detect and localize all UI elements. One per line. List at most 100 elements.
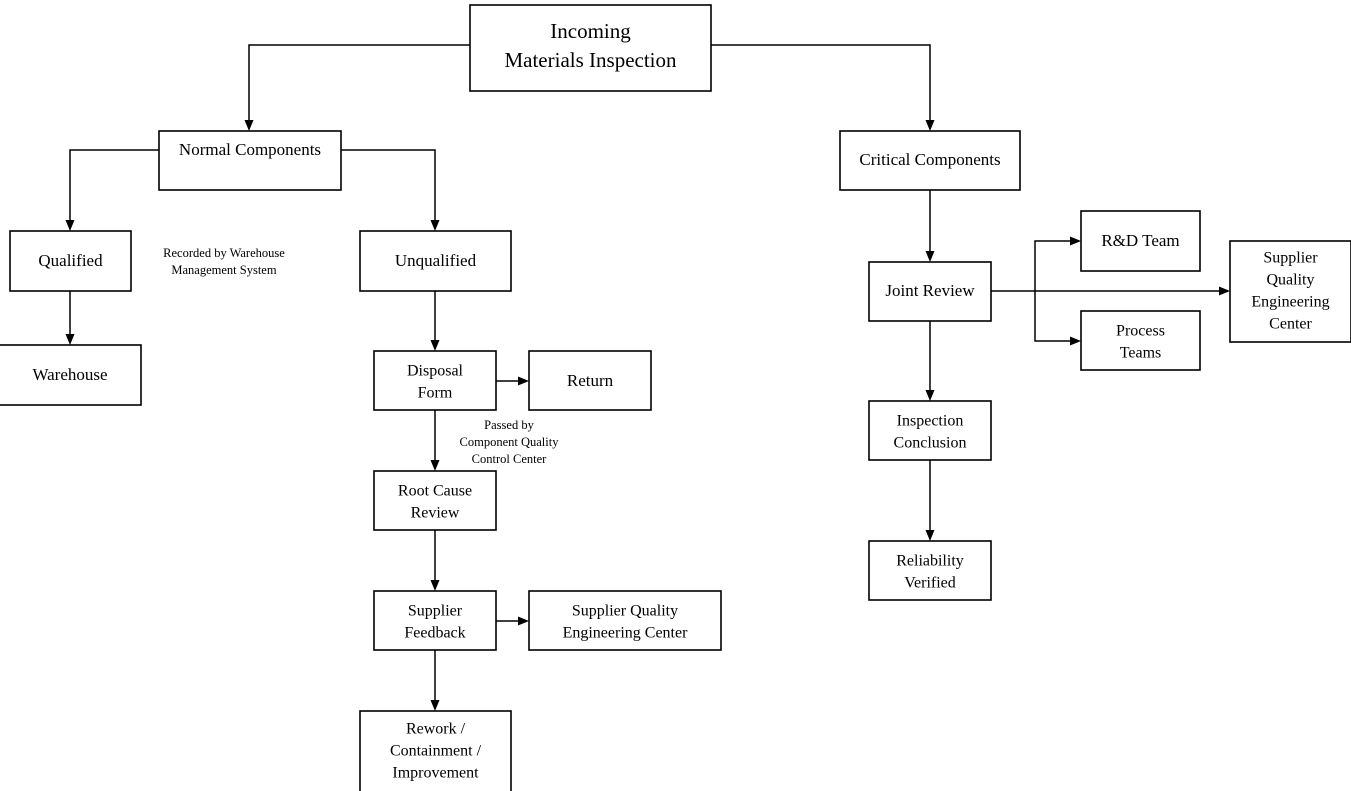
- node-label-line: Conclusion: [894, 435, 967, 452]
- arrow-head-icon: [65, 220, 75, 231]
- edge-label-layer: Recorded by Warehouse Management System …: [163, 246, 559, 466]
- node-label-line: Process: [1116, 323, 1165, 340]
- node-label-line: Improvement: [392, 765, 479, 782]
- node-return[interactable]: Return: [528, 350, 652, 411]
- node-label-line: Engineering Center: [563, 625, 689, 642]
- node-qualified[interactable]: Qualified: [9, 230, 132, 292]
- edge-incoming-to-normal: [244, 44, 470, 131]
- node-label-line: Review: [411, 505, 460, 522]
- arrow-head-icon: [518, 616, 529, 626]
- node-box[interactable]: [839, 130, 1021, 191]
- node-box[interactable]: [158, 130, 342, 191]
- arrow-head-icon: [1219, 286, 1230, 296]
- node-label-line: Critical Components: [859, 150, 1000, 169]
- node-label-line: Verified: [904, 575, 956, 592]
- edge-normal-to-unqualified: [341, 149, 440, 231]
- arrow-head-icon: [1070, 336, 1081, 346]
- edge-unqualified-to-disposal: [430, 291, 440, 351]
- arrow-head-icon: [925, 251, 935, 262]
- arrow-head-icon: [925, 120, 935, 131]
- edge-inspectionconclusion-to-reliability: [925, 460, 935, 541]
- node-rd-team[interactable]: R&D Team: [1080, 210, 1201, 272]
- node-box[interactable]: [528, 350, 652, 411]
- node-critical-components[interactable]: Critical Components: [839, 130, 1021, 191]
- node-box[interactable]: [868, 261, 992, 322]
- arrow-head-icon: [430, 340, 440, 351]
- node-label-line: Supplier Quality: [572, 603, 678, 620]
- node-normal-components[interactable]: Normal Components: [158, 130, 342, 191]
- node-box[interactable]: [528, 590, 722, 651]
- node-label-line: Supplier: [1263, 250, 1318, 267]
- arrow-head-icon: [430, 580, 440, 591]
- node-box[interactable]: [373, 350, 497, 411]
- node-label-line: Quality: [1267, 272, 1315, 289]
- node-box[interactable]: [373, 590, 497, 651]
- node-label-line: Rework /: [406, 721, 466, 738]
- node-box[interactable]: [469, 4, 712, 92]
- node-disposal-form[interactable]: Disposal Form: [373, 350, 497, 411]
- node-joint-review[interactable]: Joint Review: [868, 261, 992, 322]
- edge-label-line: Recorded by Warehouse: [163, 246, 285, 260]
- arrow-head-icon: [430, 700, 440, 711]
- node-box[interactable]: [359, 230, 512, 292]
- edge-supplierfeedback-to-sqec: [496, 616, 529, 626]
- node-label-line: Disposal: [407, 363, 464, 380]
- node-unqualified[interactable]: Unqualified: [359, 230, 512, 292]
- node-label-line: Materials Inspection: [504, 48, 677, 72]
- node-incoming-materials-inspection[interactable]: Incoming Materials Inspection: [469, 4, 712, 92]
- node-rework-containment-improvement[interactable]: Rework / Containment / Improvement: [359, 710, 512, 791]
- node-label-line: Return: [567, 371, 614, 390]
- node-box[interactable]: [0, 344, 142, 406]
- node-box[interactable]: [373, 470, 497, 531]
- edge-jointreview-to-processteams: [1034, 291, 1081, 346]
- node-label-line: Containment /: [390, 743, 482, 760]
- node-label-line: Feedback: [404, 625, 465, 642]
- node-label-line: Warehouse: [32, 365, 107, 384]
- node-label-line: Teams: [1120, 345, 1162, 362]
- node-label-line: Joint Review: [885, 281, 975, 300]
- node-box[interactable]: [359, 710, 512, 791]
- arrow-head-icon: [1070, 236, 1081, 246]
- node-box[interactable]: [1229, 240, 1351, 343]
- edge-layer: [65, 44, 1230, 711]
- node-warehouse[interactable]: Warehouse: [0, 344, 142, 406]
- node-root-cause-review[interactable]: Root Cause Review: [373, 470, 497, 531]
- node-reliability-verified[interactable]: Reliability Verified: [868, 540, 992, 601]
- node-label-line: Center: [1269, 316, 1312, 333]
- node-layer: Incoming Materials Inspection Normal Com…: [0, 4, 1351, 791]
- arrow-head-icon: [925, 390, 935, 401]
- node-label-line: Engineering: [1251, 294, 1329, 311]
- node-process-teams[interactable]: Process Teams: [1080, 310, 1201, 371]
- node-label-line: Supplier: [408, 603, 463, 620]
- node-label-line: R&D Team: [1101, 231, 1179, 250]
- arrow-head-icon: [65, 334, 75, 345]
- node-box[interactable]: [9, 230, 132, 292]
- node-box[interactable]: [1080, 310, 1201, 371]
- node-supplier-quality-engineering-center-middle[interactable]: Supplier Quality Engineering Center: [528, 590, 722, 651]
- edge-normal-to-qualified: [65, 149, 159, 231]
- node-label-line: Reliability: [896, 553, 964, 570]
- edge-incoming-to-critical: [711, 44, 935, 131]
- node-inspection-conclusion[interactable]: Inspection Conclusion: [868, 400, 992, 461]
- node-supplier-quality-engineering-center-right[interactable]: Supplier Quality Engineering Center: [1229, 240, 1351, 343]
- arrow-head-icon: [430, 220, 440, 231]
- edge-jointreview-to-inspectionconclusion: [925, 321, 935, 401]
- edge-supplierfeedback-to-rework: [430, 650, 440, 711]
- edge-label-line: Control Center: [472, 452, 547, 466]
- edge-label-passed-note: Passed by Component Quality Control Cent…: [460, 418, 560, 466]
- arrow-head-icon: [430, 460, 440, 471]
- node-supplier-feedback[interactable]: Supplier Feedback: [373, 590, 497, 651]
- node-box[interactable]: [868, 400, 992, 461]
- edge-critical-to-jointreview: [925, 190, 935, 262]
- edge-label-warehouse-note: Recorded by Warehouse Management System: [163, 246, 285, 277]
- node-label-line: Form: [418, 385, 453, 402]
- node-box[interactable]: [868, 540, 992, 601]
- edge-jointreview-to-rdteam: [1034, 236, 1081, 291]
- edge-disposal-to-rootcause: [430, 410, 440, 471]
- node-label-line: Normal Components: [179, 140, 321, 159]
- arrow-head-icon: [925, 530, 935, 541]
- edge-jointreview-to-sqec: [991, 286, 1230, 296]
- node-box[interactable]: [1080, 210, 1201, 272]
- edge-label-line: Management System: [171, 263, 276, 277]
